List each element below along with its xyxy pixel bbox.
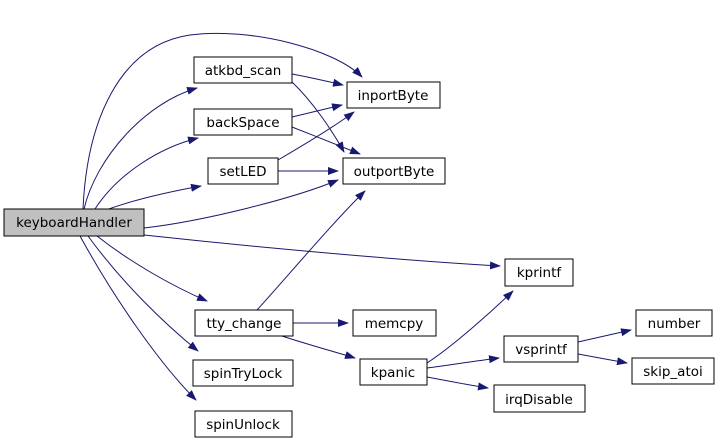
- node-box-backSpace: [193, 108, 293, 136]
- node-box-skip_atoi: [631, 357, 715, 385]
- node-box-number: [635, 309, 713, 337]
- edge-backSpace-outportByte: [291, 126, 361, 155]
- edge-vsprintf-number: [577, 328, 632, 343]
- node-number[interactable]: number: [635, 309, 713, 337]
- edge-kpanic-vsprintf: [426, 355, 500, 369]
- edges-layer: [79, 32, 632, 401]
- node-label-outportByte: outportByte: [354, 164, 435, 180]
- edge-tty_change-kpanic: [281, 335, 356, 359]
- node-box-irqDisable: [493, 384, 586, 413]
- node-box-kprintf: [504, 258, 574, 287]
- node-memcpy[interactable]: memcpy: [352, 309, 437, 337]
- node-skip_atoi[interactable]: skip_atoi: [631, 357, 715, 385]
- node-label-number: number: [648, 316, 701, 332]
- edge-tty_change-outportByte: [256, 190, 366, 311]
- edge-keyboardHandler-setLED: [105, 183, 202, 211]
- node-inportByte[interactable]: inportByte: [346, 81, 441, 109]
- node-kprintf[interactable]: kprintf: [504, 258, 574, 287]
- node-box-atkbd_scan: [193, 56, 293, 84]
- edge-keyboardHandler-inportByte: [82, 32, 363, 210]
- edge-keyboardHandler-outportByte: [143, 179, 339, 229]
- node-vsprintf[interactable]: vsprintf: [503, 335, 579, 363]
- edge-keyboardHandler-spinUnlock: [79, 235, 197, 401]
- node-kpanic[interactable]: kpanic: [359, 358, 428, 386]
- node-label-memcpy: memcpy: [365, 316, 424, 332]
- edge-keyboardHandler-atkbd_scan: [83, 86, 198, 210]
- node-box-tty_change: [194, 309, 294, 337]
- node-label-vsprintf: vsprintf: [515, 342, 568, 358]
- node-box-setLED: [207, 157, 279, 185]
- node-label-spinUnlock: spinUnlock: [206, 417, 280, 433]
- node-box-spinUnlock: [194, 410, 293, 438]
- node-atkbd_scan[interactable]: atkbd_scan: [193, 56, 293, 84]
- edge-keyboardHandler-kprintf: [143, 234, 501, 270]
- node-box-keyboardHandler: [3, 208, 145, 237]
- edge-atkbd_scan-inportByte: [291, 73, 344, 87]
- node-label-backSpace: backSpace: [206, 115, 279, 131]
- edge-keyboardHandler-spinTryLock: [87, 235, 199, 352]
- node-spinTryLock[interactable]: spinTryLock: [192, 359, 294, 387]
- node-label-inportByte: inportByte: [358, 88, 429, 104]
- node-outportByte[interactable]: outportByte: [342, 157, 446, 185]
- node-label-setLED: setLED: [219, 164, 266, 180]
- edge-vsprintf-skip_atoi: [577, 353, 628, 366]
- node-label-atkbd_scan: atkbd_scan: [205, 63, 282, 79]
- node-label-tty_change: tty_change: [206, 316, 281, 332]
- node-label-kprintf: kprintf: [517, 265, 563, 281]
- node-irqDisable[interactable]: irqDisable: [493, 384, 586, 413]
- node-label-keyboardHandler: keyboardHandler: [16, 215, 132, 231]
- edge-kpanic-kprintf: [426, 290, 514, 364]
- node-label-kpanic: kpanic: [371, 365, 415, 381]
- node-box-spinTryLock: [192, 359, 294, 387]
- edge-backSpace-inportByte: [291, 103, 343, 118]
- edge-keyboardHandler-tty_change: [96, 235, 208, 302]
- node-label-spinTryLock: spinTryLock: [204, 366, 283, 382]
- node-box-memcpy: [352, 309, 437, 337]
- node-backSpace[interactable]: backSpace: [193, 108, 293, 136]
- edge-setLED-inportByte: [277, 111, 355, 161]
- node-tty_change[interactable]: tty_change: [194, 309, 294, 337]
- node-label-skip_atoi: skip_atoi: [643, 364, 703, 380]
- node-spinUnlock[interactable]: spinUnlock: [194, 410, 293, 438]
- node-label-irqDisable: irqDisable: [505, 392, 573, 408]
- edge-atkbd_scan-outportByte: [291, 81, 345, 153]
- nodes-layer: keyboardHandler atkbd_scan backSpace set…: [3, 56, 715, 438]
- node-box-outportByte: [342, 157, 446, 185]
- node-box-inportByte: [346, 81, 441, 109]
- node-keyboardHandler[interactable]: keyboardHandler: [3, 208, 145, 237]
- edge-kpanic-irqDisable: [426, 376, 489, 391]
- node-box-vsprintf: [503, 335, 579, 363]
- node-box-kpanic: [359, 358, 428, 386]
- edge-keyboardHandler-backSpace: [94, 136, 199, 210]
- node-setLED[interactable]: setLED: [207, 157, 279, 185]
